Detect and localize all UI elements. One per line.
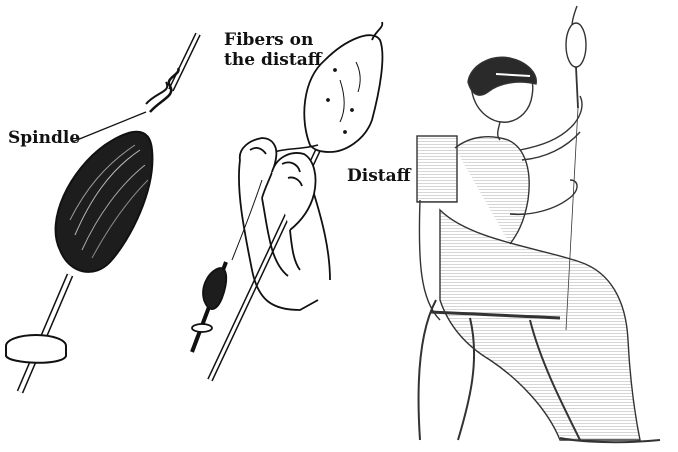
spindle-label: Spindle: [8, 128, 80, 148]
small-yarn-cop: [203, 268, 226, 309]
left-hand: [240, 138, 277, 198]
woman-distaff-fibers: [566, 23, 586, 67]
yarn-cop: [56, 132, 153, 272]
chair-back: [417, 136, 457, 202]
fibers-label: Fibers on the distaff: [224, 30, 322, 70]
woman-drapery: [440, 210, 640, 440]
seated-woman-drawing: [417, 6, 660, 442]
fibers-label-line1: Fibers on: [224, 30, 322, 50]
fibers-label-line2: the distaff: [224, 50, 322, 70]
spindle-drawing: [6, 34, 198, 392]
distaff-label: Distaff: [347, 166, 411, 186]
hands-spinning-drawing: [192, 22, 382, 380]
